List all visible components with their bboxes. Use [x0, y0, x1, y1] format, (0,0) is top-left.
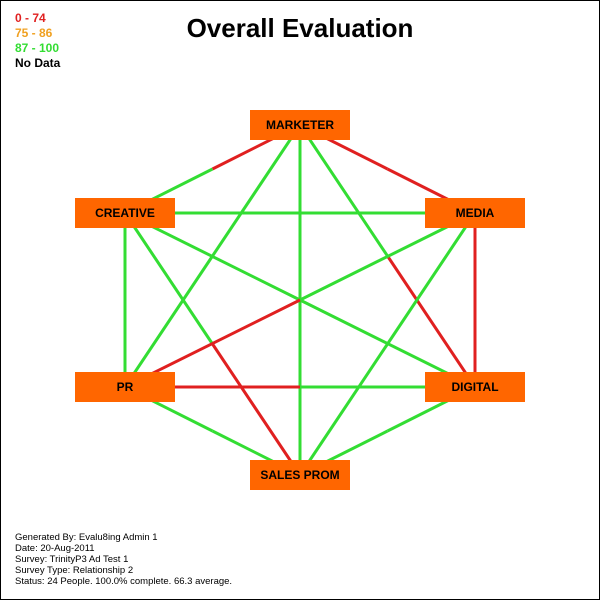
node-label: MEDIA — [456, 206, 495, 220]
node-box — [425, 372, 525, 402]
node-box — [75, 372, 175, 402]
node-label: DIGITAL — [451, 380, 498, 394]
edge-creative-sales-prom-to-half — [211, 343, 302, 476]
node-box — [250, 460, 350, 490]
score-legend: 0 - 74 75 - 86 87 - 100 No Data — [15, 11, 60, 71]
edge-marketer-pr-to-half — [123, 255, 214, 388]
node-sales-prom: SALES PROM — [250, 460, 350, 490]
report-footer: Generated By: Evalu8ing Admin 1 Date: 20… — [15, 532, 232, 587]
footer-generated-by: Generated By: Evalu8ing Admin 1 — [15, 532, 158, 543]
legend-item-high: 87 - 100 — [15, 41, 60, 55]
node-creative: CREATIVE — [75, 198, 175, 228]
edge-media-sales-prom-from-half — [386, 212, 477, 345]
node-label: CREATIVE — [95, 206, 155, 220]
node-label: PR — [117, 380, 134, 394]
node-box — [425, 198, 525, 228]
node-pr: PR — [75, 372, 175, 402]
legend-item-low: 0 - 74 — [15, 11, 46, 25]
edge-layer — [123, 123, 477, 477]
node-label: MARKETER — [266, 118, 334, 132]
edge-media-sales-prom-to-half — [298, 343, 389, 476]
edge-marketer-pr-from-half — [211, 124, 302, 257]
node-box — [75, 198, 175, 228]
node-digital: DIGITAL — [425, 372, 525, 402]
footer-survey-type: Survey Type: Relationship 2 — [15, 565, 134, 576]
page-title: Overall Evaluation — [186, 13, 414, 43]
edge-creative-sales-prom-from-half — [123, 212, 214, 345]
node-marketer: MARKETER — [250, 110, 350, 140]
edge-marketer-digital-from-half — [298, 124, 389, 257]
footer-date: Date: 20-Aug-2011 — [15, 543, 95, 554]
legend-item-no-data: No Data — [15, 56, 61, 70]
node-label: SALES PROM — [260, 468, 339, 482]
node-media: MEDIA — [425, 198, 525, 228]
edge-marketer-digital-to-half — [386, 255, 477, 388]
node-layer: MARKETER CREATIVE MEDIA PR DIGITAL SALES PROM — [75, 110, 525, 490]
footer-survey: Survey: TrinityP3 Ad Test 1 — [15, 554, 129, 565]
legend-item-mid: 75 - 86 — [15, 26, 53, 40]
node-box — [250, 110, 350, 140]
footer-status: Status: 24 People. 100.0% complete. 66.3… — [15, 576, 233, 587]
